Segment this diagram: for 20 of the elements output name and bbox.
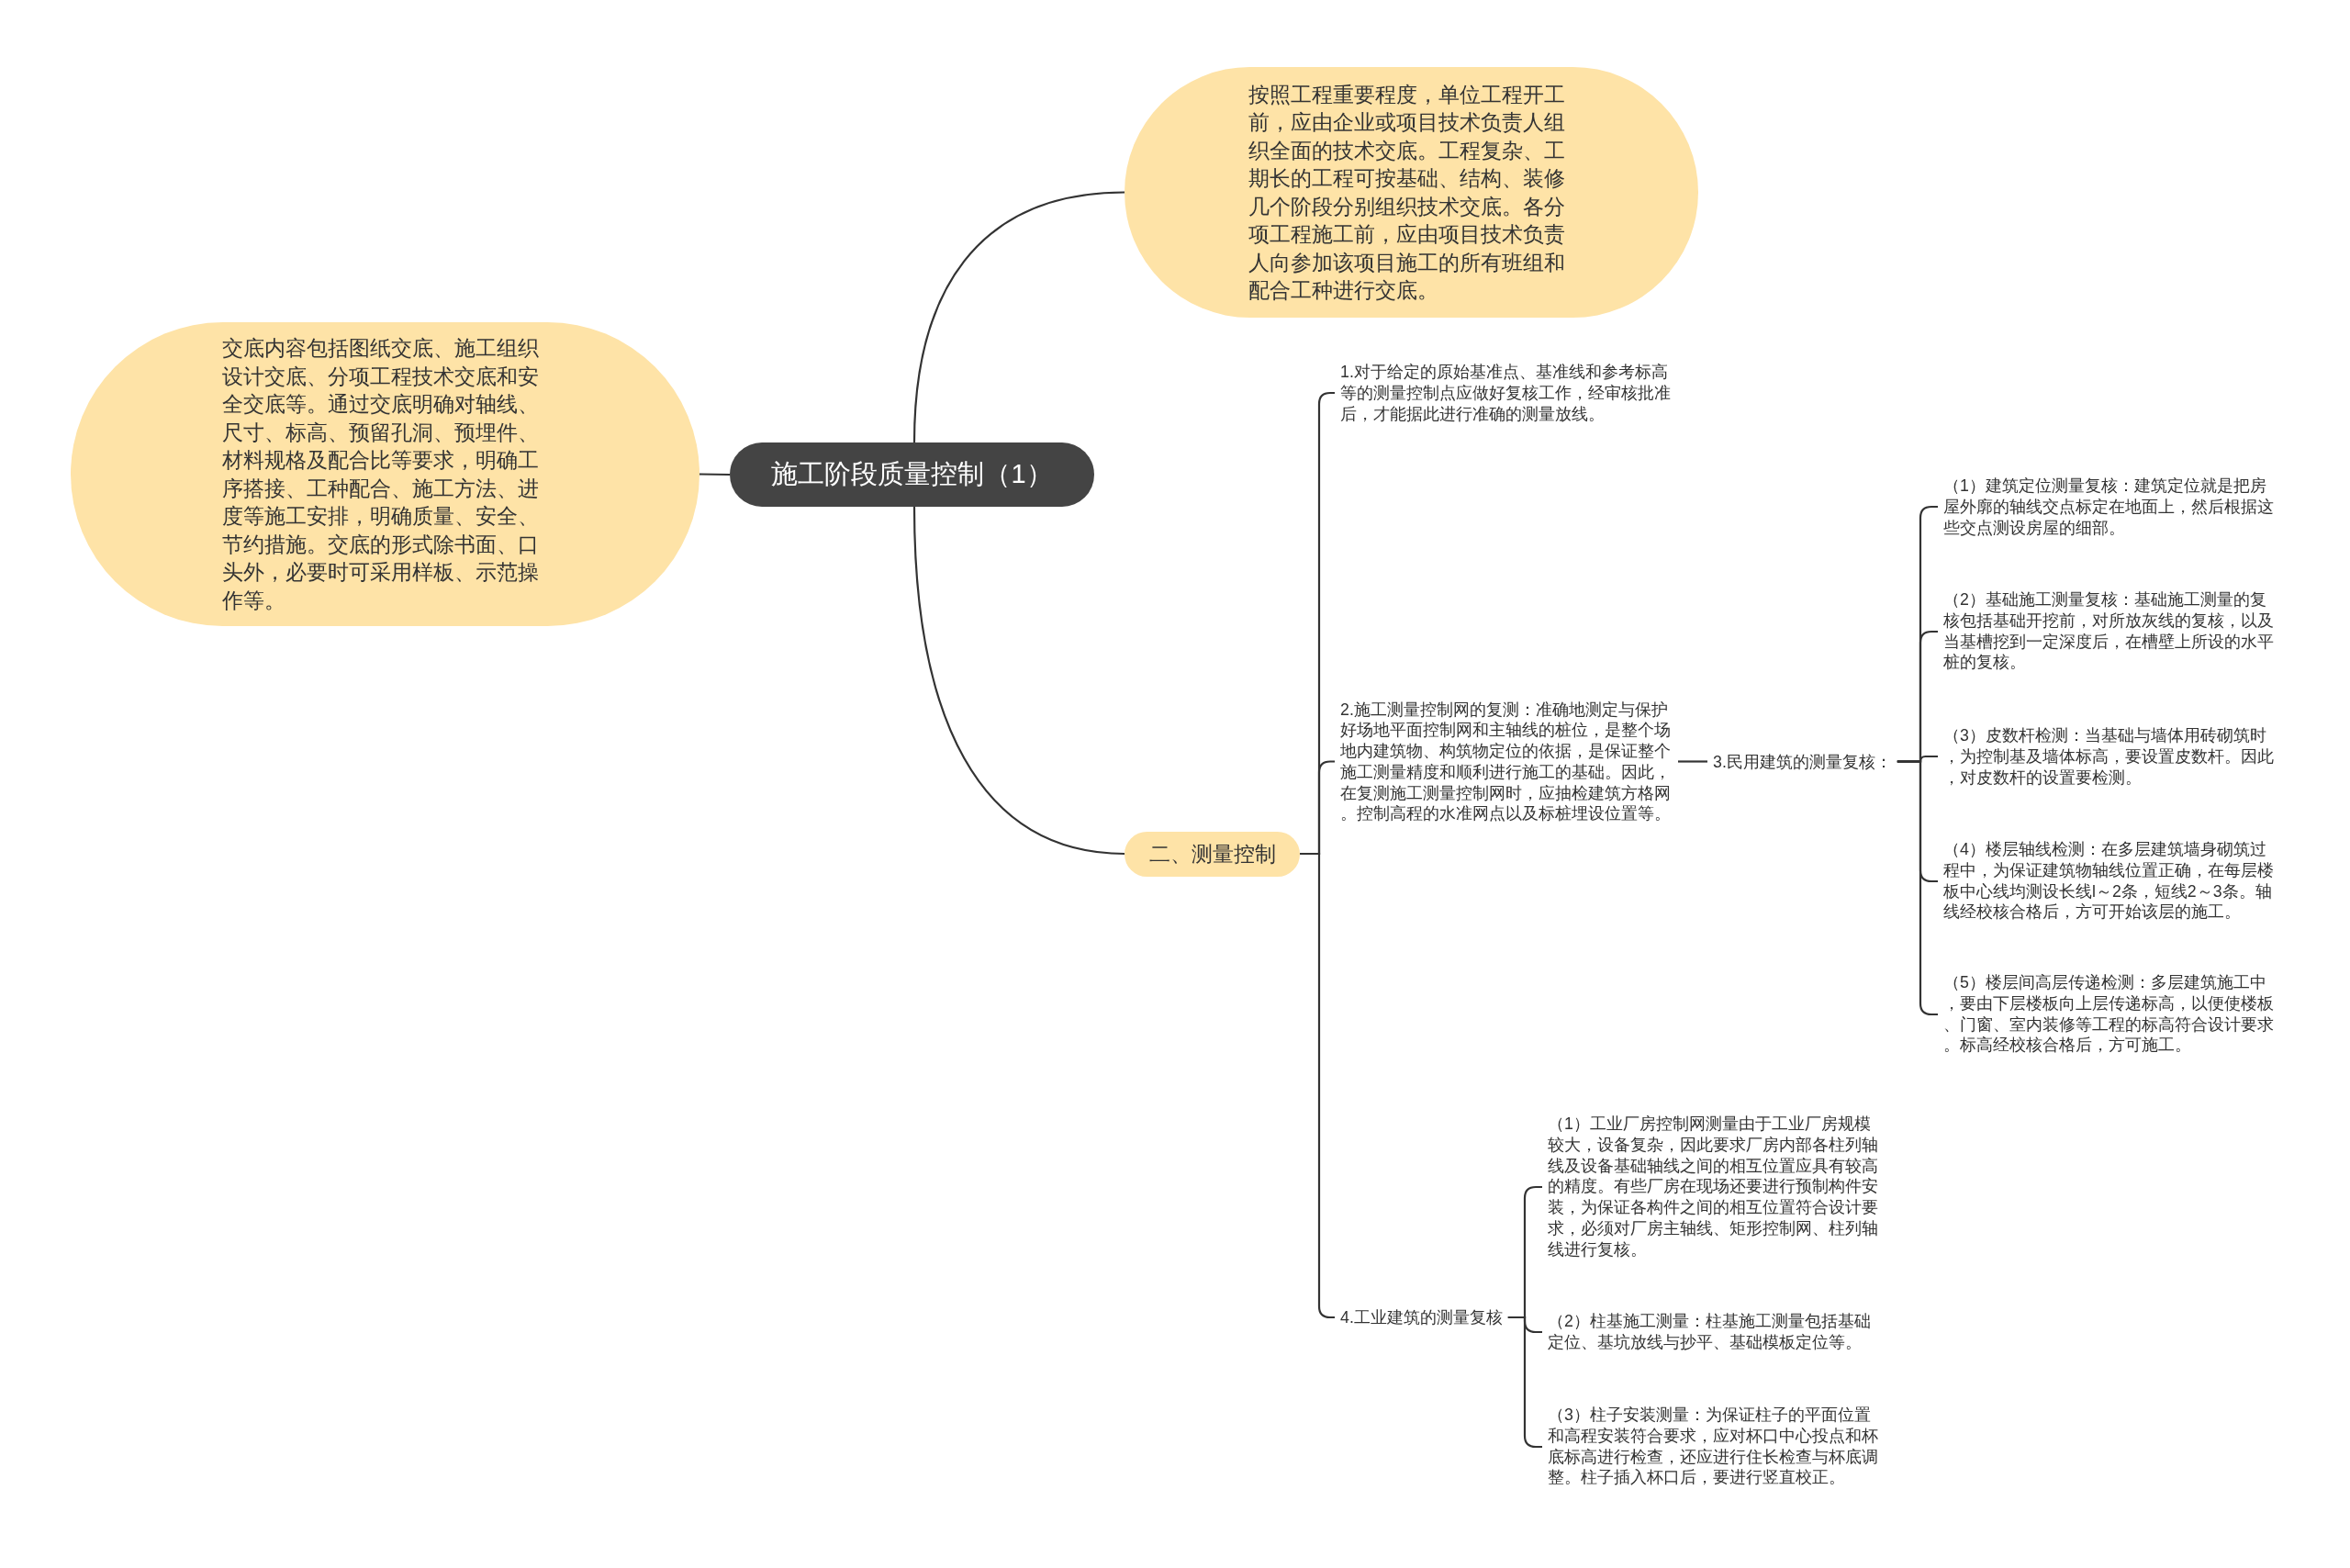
branch-text: 4.工业建筑的测量复核 xyxy=(1335,1306,1508,1328)
topic-bubble: 按照工程重要程度，单位工程开工前，应由企业或项目技术负责人组织全面的技术交底。工程复杂、工期长的工程可按基础、结构、装修几个阶段分别组织技术交底。各分项工程施工前，应由项目技术负责人向参加该项目施工的所有班组和配合工种进行交底。 xyxy=(1125,67,1698,318)
topic-bubble: 交底内容包括图纸交底、施工组织设计交底、分项工程技术交底和安全交底等。通过交底明确对轴线、尺寸、标高、预留孔洞、预埋件、材料规格及配合比等要求，明确工序搭接、工种配合、施工方法、进度等施工安排，明确质量、安全、节约措施。交底的形式除书面、口头外，必要时可采用样板、示范操作等。 xyxy=(71,322,699,626)
branch-text: 2.施工测量控制网的复测：准确地测定与保护好场地平面控制网和主轴线的桩位，是整个场地内建筑物、构筑物定位的依据，是保证整个施工测量精度和顺利进行施工的基础。因此，在复测施工测量控制网时，应抽检建筑方格网。控制高程的水准网点以及标桩埋设位置等。 xyxy=(1335,699,1678,824)
branch-text: （1）建筑定位测量复核：建筑定位就是把房屋外廓的轴线交点标定在地面上，然后根据这些交点测设房屋的细部。 xyxy=(1938,475,2281,539)
branch-text: （5）楼层间高层传递检测：多层建筑施工中，要由下层楼板向上层传递标高，以便使楼板、门窗、室内装修等工程的标高符合设计要求。标高经校核合格后，方可施工。 xyxy=(1938,972,2281,1057)
branch-text: 3.民用建筑的测量复核： xyxy=(1707,751,1897,772)
branch-text: （2）基础施工测量复核：基础施工测量的复核包括基础开挖前，对所放灰线的复核，以及当基槽挖到一定深度后，在槽壁上所设的水平桩的复核。 xyxy=(1938,589,2281,674)
connector-line xyxy=(912,506,1125,856)
branch-text: （1）工业厂房控制网测量由于工业厂房规模较大，设备复杂，因此要求厂房内部各柱列轴线及设备基础轴线之间的相互位置应具有较高的精度。有些厂房在现场还要进行预制构件安装，为保证各构件之间的相互位置符合设计要求，必须对厂房主轴线、矩形控制网、柱列轴线进行复核。 xyxy=(1542,1114,1886,1260)
branch-text: （3）柱子安装测量：为保证柱子的平面位置和高程安装符合要求，应对杯口中心投点和杯底标高进行检查，还应进行住长检查与杯底调整。柱子插入杯口后，要进行竖直校正。 xyxy=(1542,1405,1886,1489)
branch-text: （2）柱基施工测量：柱基施工测量包括基础定位、基坑放线与抄平、基础模板定位等。 xyxy=(1542,1311,1886,1353)
central-topic: 施工阶段质量控制（1） xyxy=(730,442,1094,507)
connector-line xyxy=(912,191,1125,443)
branch-text: 1.对于给定的原始基准点、基准线和参考标高等的测量控制点应做好复核工作，经审核批准后，才能据此进行准确的测量放线。 xyxy=(1335,361,1678,425)
branch-text: （4）楼层轴线检测：在多层建筑墙身砌筑过程中，为保证建筑物轴线位置正确，在每层楼板中心线均测设长线l～2条，短线2～3条。轴线经校核合格后，方可开始该层的施工。 xyxy=(1938,839,2281,924)
branch-text: （3）皮数杆检测：当基础与墙体用砖砌筑时，为控制基及墙体标高，要设置皮数杆。因此，对皮数杆的设置要检测。 xyxy=(1938,724,2281,789)
connector-line xyxy=(1678,760,1707,763)
branch-topic: 二、测量控制 xyxy=(1125,831,1300,877)
connector-line xyxy=(699,473,730,476)
